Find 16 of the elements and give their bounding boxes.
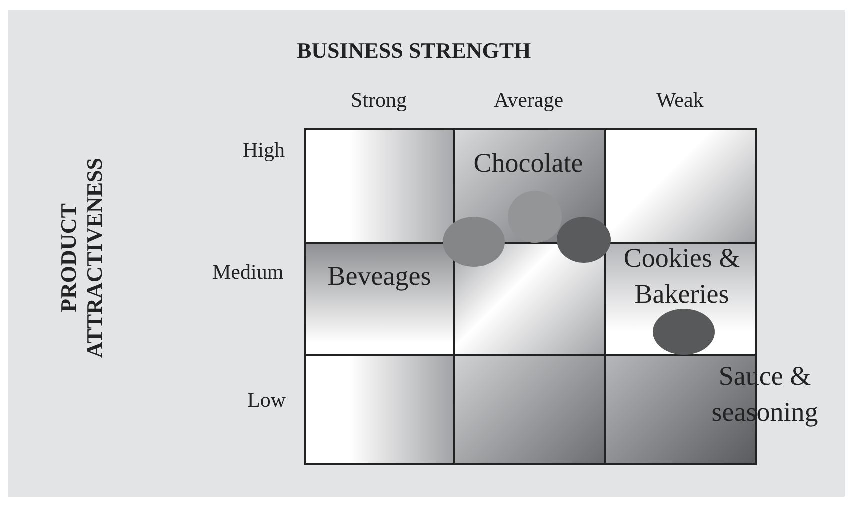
matrix-cell [304, 128, 455, 244]
column-header: Average [494, 88, 564, 112]
row-header: Medium [212, 260, 284, 284]
matrix-cell [304, 354, 455, 465]
matrix-cell [453, 354, 606, 465]
axis-title: PRODUCT ATTRACTIVENESS [56, 156, 108, 360]
matrix-cell [604, 128, 757, 244]
matrix-cell [304, 242, 455, 356]
column-header: Strong [351, 88, 408, 112]
row-header: High [243, 138, 285, 162]
row-header: Low [248, 388, 286, 412]
axis-title: BUSINESS STRENGTH [297, 38, 532, 64]
category-label: Cookies & Bakeries [622, 242, 742, 311]
category-label: Beveages [326, 260, 432, 293]
column-header: Weak [656, 88, 704, 112]
category-label: Chocolate [472, 147, 584, 180]
